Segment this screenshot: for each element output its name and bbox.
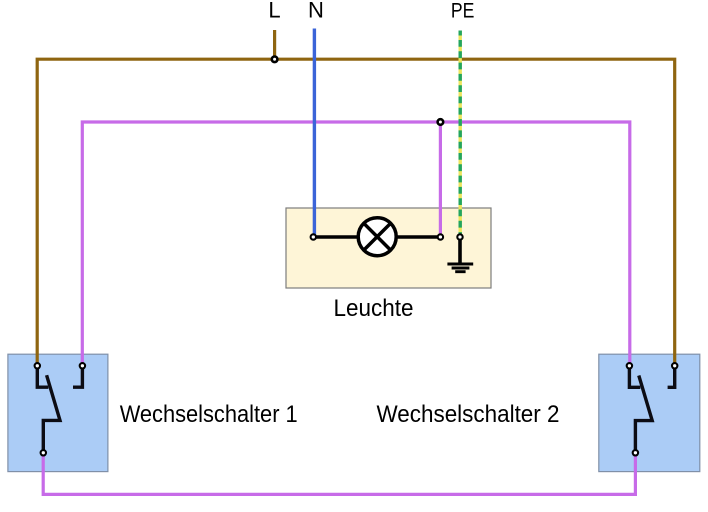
svg-text:N: N [308, 0, 324, 23]
svg-text:Wechselschalter 1: Wechselschalter 1 [120, 401, 298, 428]
svg-text:L: L [268, 0, 280, 23]
svg-text:Wechselschalter 2: Wechselschalter 2 [377, 401, 560, 428]
svg-text:PE: PE [451, 0, 475, 22]
svg-text:Leuchte: Leuchte [334, 295, 414, 322]
